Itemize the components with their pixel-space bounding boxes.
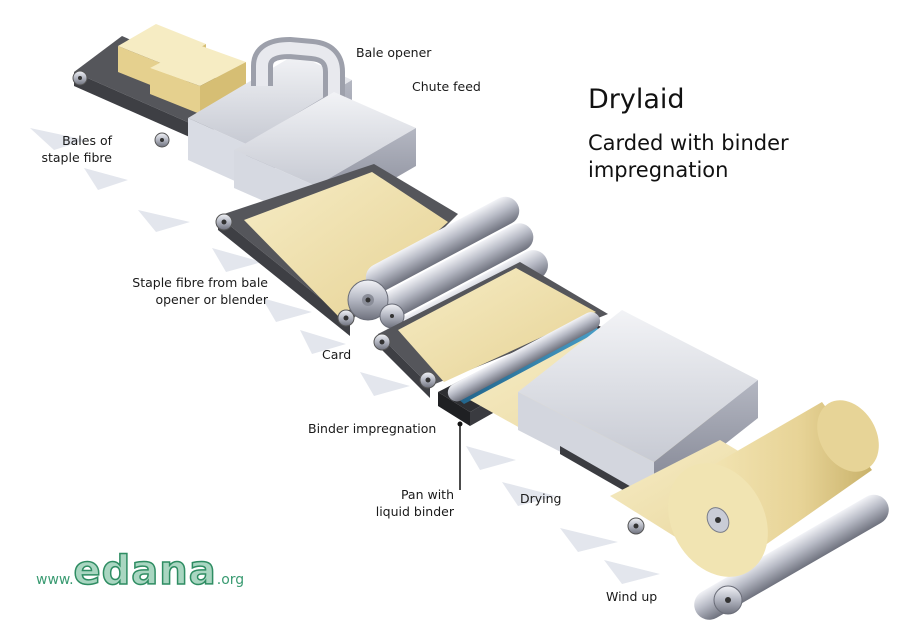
label-wind-up: Wind up: [606, 588, 657, 605]
label-bale-opener: Bale opener: [356, 44, 431, 61]
label-pan-line-2: liquid binder: [368, 503, 454, 520]
flow-arrow: [262, 298, 312, 322]
label-pan: Pan with liquid binder: [368, 486, 454, 520]
label-drying: Drying: [520, 490, 562, 507]
edana-logo[interactable]: www.edana.org: [36, 548, 244, 594]
flow-arrow: [138, 210, 190, 232]
label-staple-fibre-line-2: opener or blender: [110, 291, 268, 308]
flow-arrow: [560, 528, 618, 552]
diagram-subtitle: Carded with binder impregnation: [588, 130, 789, 184]
label-binder-impregnation: Binder impregnation: [308, 420, 436, 437]
label-chute-feed: Chute feed: [412, 78, 481, 95]
label-card: Card: [322, 346, 351, 363]
label-bales-line-1: Bales of: [28, 132, 112, 149]
label-pan-line-1: Pan with: [368, 486, 454, 503]
diagram-title: Drylaid: [588, 84, 685, 115]
label-bales-line-2: staple fibre: [28, 149, 112, 166]
label-bales: Bales of staple fibre: [28, 132, 112, 166]
flow-arrow: [466, 446, 516, 470]
logo-brand: edana: [74, 548, 217, 594]
flow-arrow: [604, 560, 660, 584]
logo-suffix: .org: [217, 572, 244, 588]
logo-prefix: www.: [36, 572, 74, 588]
subtitle-line-2: impregnation: [588, 157, 789, 184]
flow-arrow: [360, 372, 410, 396]
label-staple-fibre-line-1: Staple fibre from bale: [110, 274, 268, 291]
subtitle-line-1: Carded with binder: [588, 130, 789, 157]
label-staple-fibre: Staple fibre from bale opener or blender: [110, 274, 268, 308]
flow-arrow: [84, 168, 128, 190]
